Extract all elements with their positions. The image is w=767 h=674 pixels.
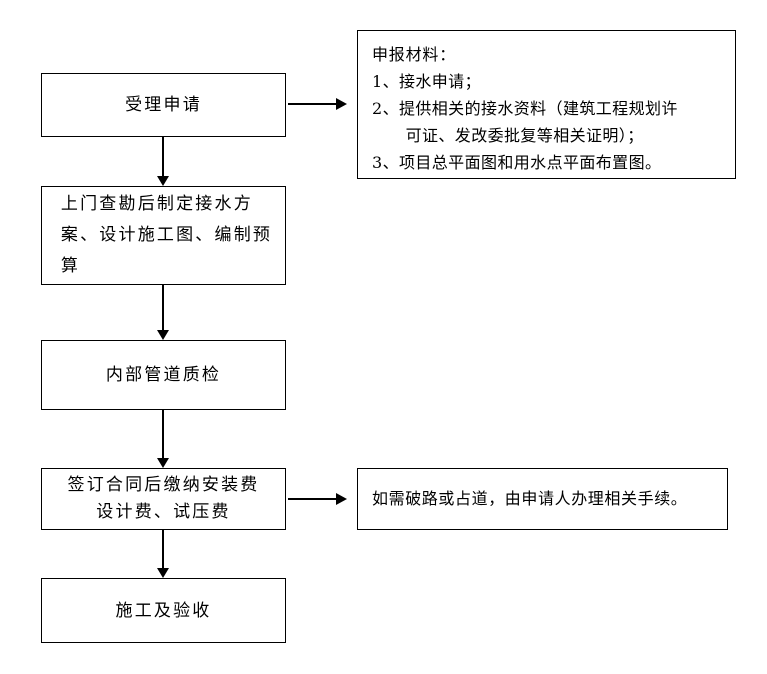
note-road-occupation: 如需破路或占道，由申请人办理相关手续。 <box>357 468 728 530</box>
process-node-accept-application[interactable]: 受理申请 <box>41 73 286 137</box>
list-item: 2、提供相关的接水资料（建筑工程规划许可证、发改委批复等相关证明）； <box>372 95 723 149</box>
connector-line-contract-to-construction <box>162 530 164 568</box>
arrow-head-inspection-to-contract <box>157 458 169 468</box>
arrow-head-contract-to-road-note <box>336 493 347 505</box>
materials-list: 1、接水申请； 2、提供相关的接水资料（建筑工程规划许可证、发改委批复等相关证明… <box>372 68 723 176</box>
arrow-head-survey-to-inspection <box>157 330 169 340</box>
item-text: 提供相关的接水资料（建筑工程规划许 <box>398 99 678 118</box>
note-title: 申报材料： <box>372 45 457 64</box>
node-label: 上门查勘后制定接水方 案、设计施工图、编制预 算 <box>60 194 273 276</box>
list-item: 1、接水申请； <box>372 68 723 95</box>
item-continuation: 可证、发改委批复等相关证明）； <box>405 126 644 145</box>
process-node-survey-and-plan[interactable]: 上门查勘后制定接水方 案、设计施工图、编制预 算 <box>41 186 286 285</box>
list-item: 3、项目总平面图和用水点平面布置图。 <box>372 149 723 176</box>
arrow-head-accept-to-survey <box>157 176 169 186</box>
arrow-head-accept-to-materials <box>336 98 347 110</box>
node-label: 受理申请 <box>125 95 202 115</box>
connector-line-inspection-to-contract <box>162 410 164 458</box>
item-marker: 2、 <box>372 99 399 118</box>
node-label: 内部管道质检 <box>105 365 222 385</box>
connector-line-survey-to-inspection <box>162 285 164 330</box>
node-label: 签订合同后缴纳安装费 设计费、试压费 <box>67 475 260 522</box>
arrow-head-contract-to-construction <box>157 568 169 578</box>
item-text: 项目总平面图和用水点平面布置图。 <box>398 153 662 172</box>
note-text: 如需破路或占道，由申请人办理相关手续。 <box>372 489 688 508</box>
item-text: 接水申请； <box>398 72 481 91</box>
connector-line-contract-to-road-note <box>288 498 336 500</box>
node-label: 施工及验收 <box>115 600 212 621</box>
item-marker: 1、 <box>372 72 399 91</box>
process-node-internal-pipe-inspection[interactable]: 内部管道质检 <box>41 340 286 410</box>
note-application-materials: 申报材料： 1、接水申请； 2、提供相关的接水资料（建筑工程规划许可证、发改委批… <box>357 30 736 179</box>
connector-line-accept-to-materials <box>288 103 336 105</box>
connector-line-accept-to-survey <box>162 137 164 176</box>
process-node-construction-and-acceptance[interactable]: 施工及验收 <box>41 578 286 643</box>
process-node-sign-contract-pay-fees[interactable]: 签订合同后缴纳安装费 设计费、试压费 <box>41 468 286 530</box>
item-marker: 3、 <box>372 153 399 172</box>
